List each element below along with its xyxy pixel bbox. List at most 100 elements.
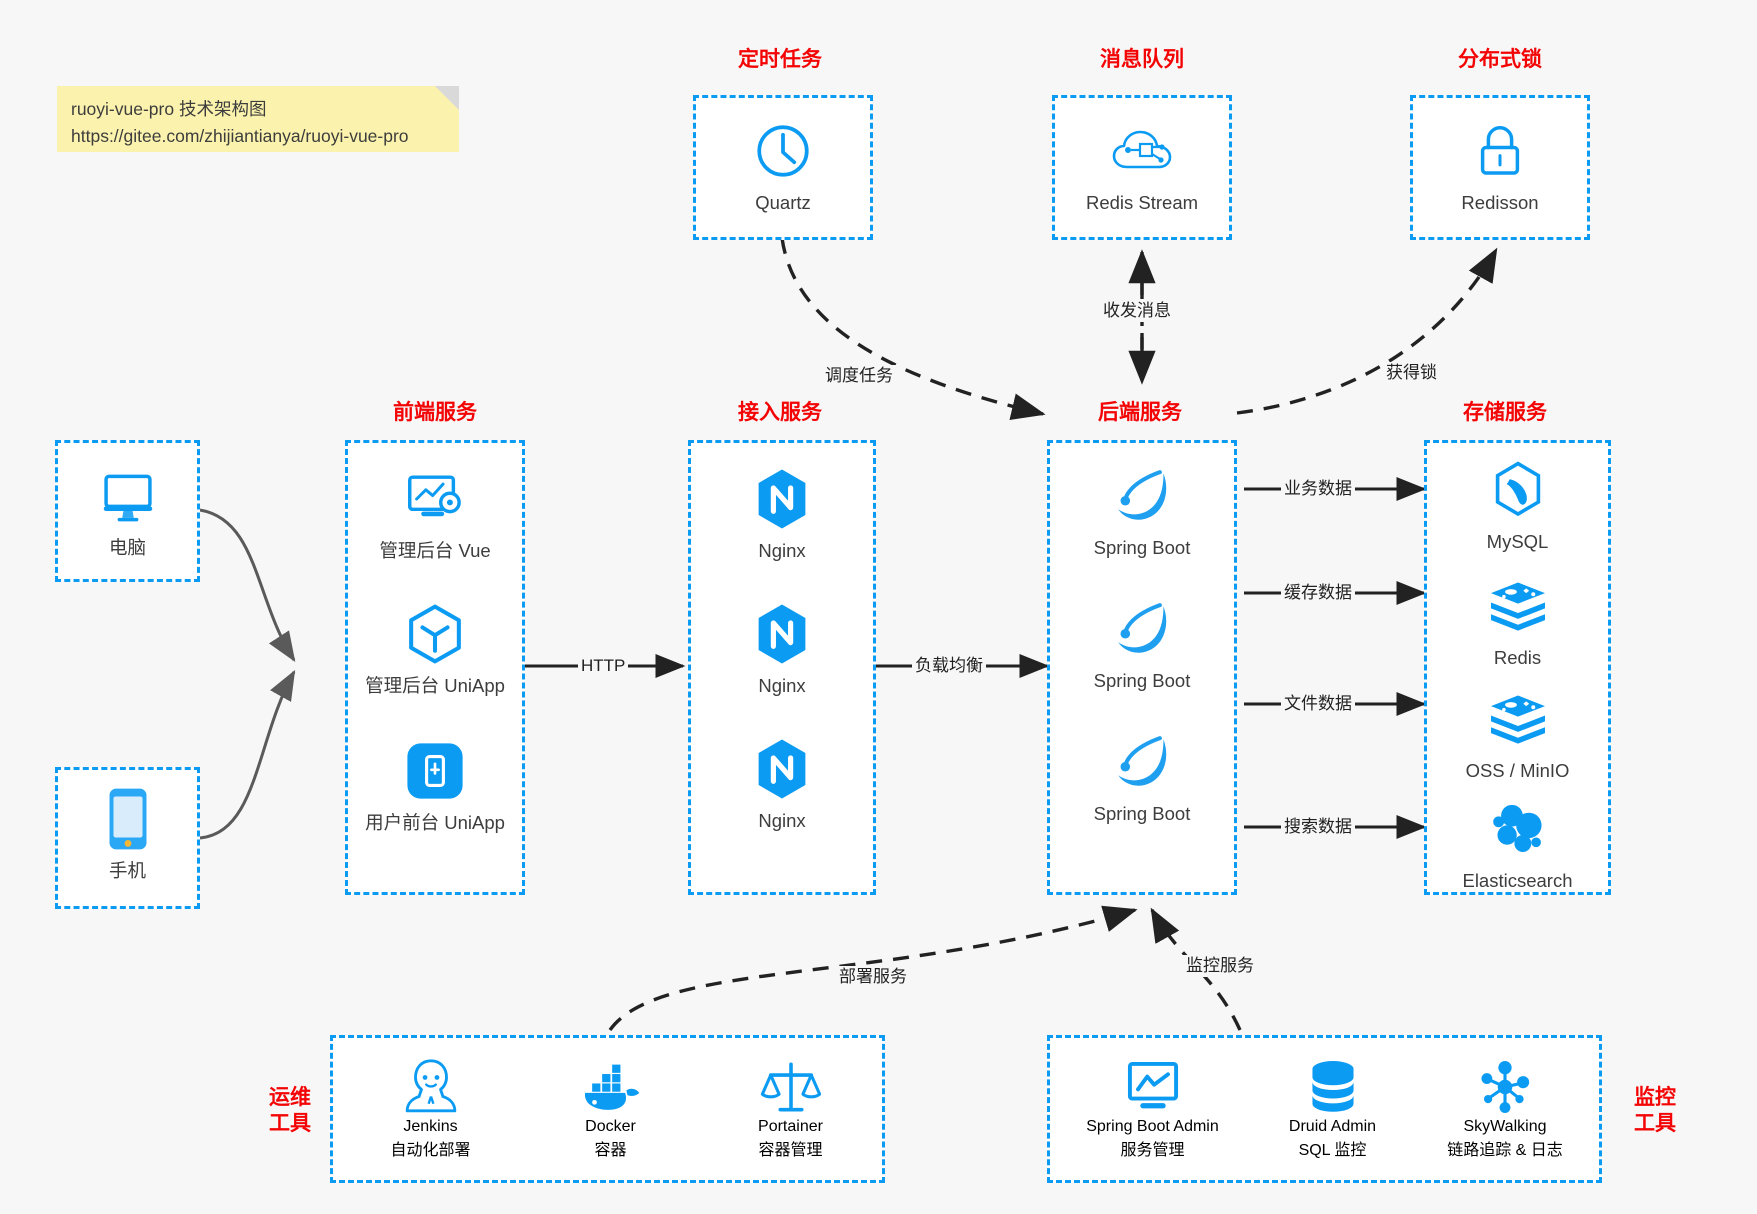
node-mysql[interactable]: MySQL — [1427, 459, 1608, 554]
redis-label: Redis — [1493, 647, 1542, 668]
quartz-label: Quartz — [755, 192, 811, 213]
node-redis-stream[interactable]: Redis Stream — [1055, 120, 1229, 215]
devops-caption-line-1: 运维 — [269, 1086, 311, 1109]
elasticsearch-label: Elasticsearch — [1462, 870, 1573, 891]
node-phone[interactable]: 手机 — [58, 788, 197, 883]
node-elasticsearch[interactable]: Elasticsearch — [1427, 798, 1608, 893]
box-backend-service[interactable]: Spring Boot Spring Boot Spring Boot — [1047, 440, 1237, 895]
note-fold-icon — [435, 86, 459, 110]
node-user-uniapp[interactable]: 用户前台 UniApp — [348, 740, 522, 835]
portainer-icon — [703, 1056, 878, 1118]
caption-backend-service: 后端服务 — [1098, 401, 1182, 424]
database-icon — [1245, 1056, 1420, 1118]
node-admin-uniapp[interactable]: 管理后台 UniApp — [348, 603, 522, 698]
node-springboot-3[interactable]: Spring Boot — [1050, 731, 1234, 826]
node-nginx-1[interactable]: Nginx — [691, 468, 873, 563]
note-line-2: https://gitee.com/zhijiantianya/ruoyi-vu… — [71, 126, 409, 146]
user-app-icon — [348, 740, 522, 802]
smartphone-icon — [58, 788, 197, 850]
mysql-label: MySQL — [1486, 531, 1549, 552]
edge-label-schedule-task: 调度任务 — [822, 365, 896, 387]
admin-vue-label: 管理后台 Vue — [379, 540, 491, 561]
skywalking-label: SkyWalking — [1463, 1118, 1547, 1135]
caption-scheduled-task: 定时任务 — [738, 48, 822, 71]
box-gateway-service[interactable]: Nginx Nginx Nginx — [688, 440, 876, 895]
spring-boot-icon — [1050, 598, 1234, 660]
monitor-caption-line-2: 工具 — [1634, 1112, 1676, 1135]
jenkins-icon — [343, 1056, 518, 1118]
caption-frontend-service: 前端服务 — [393, 401, 477, 424]
box-message-queue[interactable]: Redis Stream — [1052, 95, 1232, 240]
box-computer[interactable]: 电脑 — [55, 440, 200, 582]
jenkins-label: Jenkins — [403, 1118, 458, 1135]
jenkins-desc: 自动化部署 — [390, 1142, 471, 1159]
redis-icon — [1427, 575, 1608, 637]
nginx-icon — [691, 468, 873, 530]
caption-distributed-lock: 分布式锁 — [1458, 48, 1542, 71]
box-phone[interactable]: 手机 — [55, 767, 200, 909]
skywalking-icon — [1410, 1056, 1600, 1118]
quartz-clock-icon — [696, 120, 870, 182]
node-redisson[interactable]: Redisson — [1413, 120, 1587, 215]
node-springboot-1[interactable]: Spring Boot — [1050, 465, 1234, 560]
caption-gateway-service: 接入服务 — [738, 401, 822, 424]
node-druid-admin[interactable]: Druid Admin SQL 监控 — [1245, 1056, 1420, 1160]
uniapp-cube-icon — [348, 603, 522, 665]
box-monitoring-tools[interactable]: Spring Boot Admin 服务管理 Druid Admin SQL 监… — [1047, 1035, 1602, 1183]
edge-label-load-balance: 负载均衡 — [912, 655, 986, 677]
box-frontend-service[interactable]: 管理后台 Vue 管理后台 UniApp 用户前台 UniApp — [345, 440, 525, 895]
edge-label-search-data: 搜索数据 — [1281, 816, 1355, 838]
redis-stream-cloud-icon — [1055, 120, 1229, 182]
redisson-label: Redisson — [1461, 192, 1539, 213]
admin-uniapp-label: 管理后台 UniApp — [365, 675, 505, 696]
edge-label-cache-data: 缓存数据 — [1281, 582, 1355, 604]
phone-label: 手机 — [108, 860, 146, 881]
edge-label-acquire-lock: 获得锁 — [1383, 362, 1440, 384]
node-spring-boot-admin[interactable]: Spring Boot Admin 服务管理 — [1055, 1056, 1250, 1160]
caption-monitoring-tools: 监控 工具 — [1620, 1085, 1690, 1137]
edge-label-deploy-service: 部署服务 — [836, 966, 910, 988]
box-devops-tools[interactable]: Jenkins 自动化部署 Docker 容器 — [330, 1035, 885, 1183]
note-line-1: ruoyi-vue-pro 技术架构图 — [71, 99, 267, 119]
node-jenkins[interactable]: Jenkins 自动化部署 — [343, 1056, 518, 1160]
caption-storage-service: 存储服务 — [1463, 401, 1547, 424]
node-springboot-2[interactable]: Spring Boot — [1050, 598, 1234, 693]
node-nginx-3[interactable]: Nginx — [691, 738, 873, 833]
node-oss-minio[interactable]: OSS / MinIO — [1427, 688, 1608, 783]
edge-label-send-receive-msg: 收发消息 — [1100, 300, 1174, 322]
box-storage-service[interactable]: MySQL Redis — [1424, 440, 1611, 895]
devops-caption-line-2: 工具 — [269, 1112, 311, 1135]
spring-boot-admin-label: Spring Boot Admin — [1086, 1118, 1219, 1135]
monitor-chart-icon — [1055, 1056, 1250, 1118]
redis-stream-label: Redis Stream — [1085, 192, 1199, 213]
caption-devops-tools: 运维 工具 — [255, 1085, 325, 1137]
node-skywalking[interactable]: SkyWalking 链路追踪 & 日志 — [1410, 1056, 1600, 1160]
spring-boot-icon — [1050, 731, 1234, 793]
node-admin-vue[interactable]: 管理后台 Vue — [348, 468, 522, 563]
docker-icon — [523, 1056, 698, 1118]
portainer-desc: 容器管理 — [758, 1142, 823, 1159]
nginx-2-label: Nginx — [758, 675, 806, 696]
nginx-1-label: Nginx — [758, 540, 806, 561]
node-portainer[interactable]: Portainer 容器管理 — [703, 1056, 878, 1160]
springboot-1-label: Spring Boot — [1093, 537, 1191, 558]
portainer-label: Portainer — [758, 1118, 823, 1135]
box-distributed-lock[interactable]: Redisson — [1410, 95, 1590, 240]
node-quartz[interactable]: Quartz — [696, 120, 870, 215]
box-scheduled-task[interactable]: Quartz — [693, 95, 873, 240]
node-redis[interactable]: Redis — [1427, 575, 1608, 670]
nginx-3-label: Nginx — [758, 810, 806, 831]
computer-label: 电脑 — [108, 537, 146, 558]
edge-label-monitor-service: 监控服务 — [1183, 955, 1257, 977]
spring-boot-icon — [1050, 465, 1234, 527]
skywalking-desc: 链路追踪 & 日志 — [1447, 1142, 1563, 1159]
node-computer[interactable]: 电脑 — [58, 465, 197, 560]
druid-admin-label: Druid Admin — [1288, 1118, 1377, 1135]
monitor-caption-line-1: 监控 — [1634, 1086, 1676, 1109]
node-docker[interactable]: Docker 容器 — [523, 1056, 698, 1160]
oss-minio-icon — [1427, 688, 1608, 750]
edge-label-file-data: 文件数据 — [1281, 693, 1355, 715]
node-nginx-2[interactable]: Nginx — [691, 603, 873, 698]
title-note: ruoyi-vue-pro 技术架构图 https://gitee.com/zh… — [57, 86, 459, 152]
